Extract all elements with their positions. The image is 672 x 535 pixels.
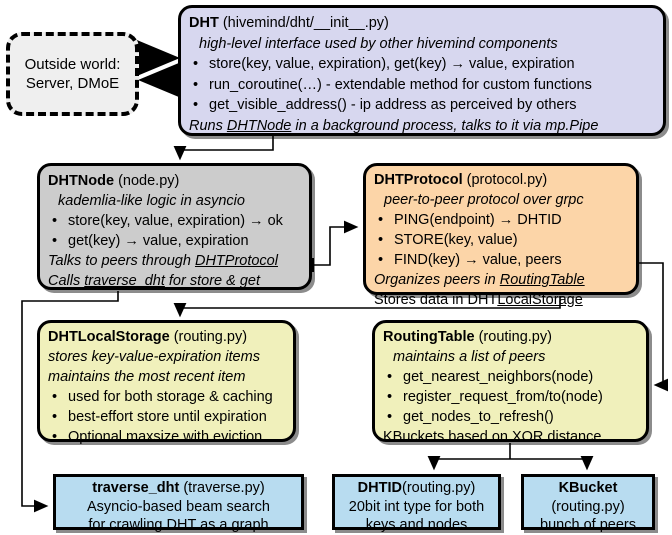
routingtable-title: RoutingTable	[383, 329, 475, 345]
dhtprotocol-node: DHTProtocol (protocol.py) peer-to-peer p…	[363, 163, 639, 308]
routingtable-header: RoutingTable (routing.py)	[383, 327, 638, 347]
traverse-module: (traverse.py)	[183, 480, 265, 496]
list-item: run_coroutine(…) - extendable method for…	[189, 75, 655, 96]
list-item: FIND(key) → value, peers	[374, 250, 628, 270]
dhtid-line-2: 20bit int type for both	[348, 498, 485, 515]
list-item: get_visible_address() - ip address as pe…	[189, 95, 655, 116]
list-item: PING(endpoint) → DHTID	[374, 210, 628, 230]
list-item: store(key, value, expiration), get(key) …	[189, 54, 655, 75]
list-item: get_nearest_neighbors(node)	[383, 367, 638, 387]
list-item: used for both storage & caching	[48, 387, 285, 407]
kbucket-title: KBucket	[558, 480, 618, 496]
wire-dht-to-dhtnode	[173, 136, 274, 161]
traverse-header: traverse_dht (traverse.py)	[62, 479, 295, 498]
routingtable-subtitle: maintains a list of peers	[393, 349, 546, 365]
dhtnode-header: DHTNode (node.py)	[48, 171, 301, 191]
dhtprotocol-header: DHTProtocol (protocol.py)	[374, 170, 628, 190]
list-item: Optional maxsize with eviction	[48, 427, 285, 447]
outside-world-node: Outside world: Server, DMoE	[6, 32, 139, 116]
localstorage-bullet-list: used for both storage & caching best-eff…	[48, 387, 285, 447]
dht-footer: Runs DHTNode in a background process, ta…	[189, 116, 655, 137]
dhtid-node: DHTID(routing.py) 20bit int type for bot…	[332, 474, 501, 533]
dht-footer-post: in a background process, talks to it via…	[291, 117, 599, 134]
dhtid-title: DHTID	[357, 480, 402, 496]
dhtprotocol-title: DHTProtocol	[374, 172, 463, 188]
kbucket-line-3: bunch of peers	[540, 517, 636, 533]
localstorage-header: DHTLocalStorage (routing.py)	[48, 327, 285, 347]
outside-world-line1: Outside world:	[24, 56, 121, 73]
dht-bullet-list: store(key, value, expiration), get(key) …	[189, 54, 655, 116]
list-item: get_nodes_to_refresh()	[383, 407, 638, 427]
dhtnode-footer1-pre: Talks to peers through	[48, 253, 195, 269]
list-item: best-effort store until expiration	[48, 407, 285, 427]
dhtnode-link-traverse-dht[interactable]: traverse_dht	[84, 273, 165, 289]
dhtprotocol-footer2-pre: Stores data in DHT	[374, 292, 498, 308]
dhtprotocol-link-localstorage[interactable]: LocalStorage	[497, 292, 583, 308]
traverse-dht-node: traverse_dht (traverse.py) Asyncio-based…	[53, 474, 304, 533]
dhtid-module: (routing.py)	[401, 480, 476, 496]
dht-header: DHT (hivemind/dht/__init__.py)	[189, 13, 655, 34]
routingtable-node: RoutingTable (routing.py) maintains a li…	[372, 320, 649, 445]
kbucket-node: KBucket (routing.py) bunch of peers	[521, 474, 655, 533]
dhtprotocol-module: (protocol.py)	[466, 172, 548, 188]
dhtnode-subtitle: kademlia-like logic in asyncio	[58, 193, 245, 209]
dhtnode-title: DHTNode	[48, 173, 115, 189]
dhtnode-link-dhtprotocol[interactable]: DHTProtocol	[194, 253, 278, 269]
routingtable-bullet-list: get_nearest_neighbors(node) register_req…	[383, 367, 638, 427]
list-item: STORE(key, value)	[374, 230, 628, 250]
dht-title: DHT	[189, 15, 219, 31]
dhtnode-node: DHTNode (node.py) kademlia-like logic in…	[37, 163, 312, 290]
list-item: store(key, value, expiration) → ok	[48, 211, 301, 231]
dhtprotocol-bullet-list: PING(endpoint) → DHTID STORE(key, value)…	[374, 210, 628, 270]
dhtid-line-3: keys and nodes	[365, 517, 468, 533]
dhtid-header: DHTID(routing.py)	[341, 479, 492, 498]
localstorage-module: (routing.py)	[173, 329, 248, 345]
dht-footer-link-dhtnode[interactable]: DHTNode	[226, 117, 292, 134]
dhtnode-footer2-post: for store & get	[164, 273, 260, 289]
dhtnode-bullet-list: store(key, value, expiration) → ok get(k…	[48, 211, 301, 251]
dht-subtitle: high-level interface used by other hivem…	[199, 35, 558, 52]
localstorage-subtitle-1: stores key-value-expiration items	[48, 349, 260, 365]
dhtprotocol-footer-2: Stores data in DHTLocalStorage	[374, 290, 628, 310]
dhtprotocol-link-routingtable[interactable]: RoutingTable	[499, 272, 585, 288]
list-item: register_request_from/to(node)	[383, 387, 638, 407]
dhtnode-module: (node.py)	[118, 173, 180, 189]
dht-module: (hivemind/dht/__init__.py)	[222, 15, 389, 31]
routingtable-module: (routing.py)	[478, 329, 552, 345]
traverse-line-2: Asyncio-based beam search	[87, 498, 270, 515]
dhtnode-footer-2: Calls traverse_dht for store & get	[48, 271, 301, 291]
traverse-line-3: for crawling DHT as a graph	[88, 517, 269, 533]
list-item: get(key) → value, expiration	[48, 231, 301, 251]
dhtlocalstorage-node: DHTLocalStorage (routing.py) stores key-…	[37, 320, 296, 447]
wire-outside-to-dht	[120, 33, 198, 105]
dhtprotocol-footer1-pre: Organizes peers in	[374, 272, 500, 288]
wire-dhtnode-to-dhtprotocol	[312, 220, 359, 272]
outside-world-line2: Server, DMoE	[25, 75, 120, 92]
localstorage-subtitle-2: maintains the most recent item	[48, 369, 246, 385]
routingtable-footer: KBuckets based on XOR distance	[383, 429, 602, 445]
dhtnode-footer2-pre: Calls	[48, 273, 85, 289]
dht-footer-pre: Runs	[189, 117, 227, 134]
dhtprotocol-footer-1: Organizes peers in RoutingTable	[374, 270, 628, 290]
traverse-title: traverse_dht	[92, 480, 180, 496]
dhtnode-footer-1: Talks to peers through DHTProtocol	[48, 251, 301, 271]
kbucket-module: (routing.py)	[551, 498, 625, 515]
dht-node: DHT (hivemind/dht/__init__.py) high-leve…	[178, 5, 666, 136]
dhtprotocol-subtitle: peer-to-peer protocol over grpc	[384, 192, 584, 208]
localstorage-title: DHTLocalStorage	[48, 329, 170, 345]
